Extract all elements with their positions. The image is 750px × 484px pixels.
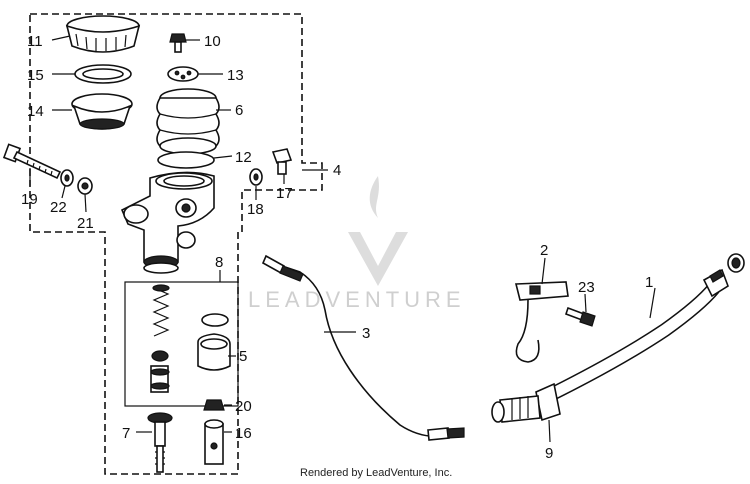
callout-8: 8 [215, 254, 223, 271]
piston [150, 365, 170, 393]
callout-20: 20 [235, 398, 252, 415]
leader-lines [29, 35, 656, 443]
callout-22: 22 [50, 199, 67, 216]
callout-9: 9 [545, 445, 553, 462]
footer-credit: Rendered by LeadVenture, Inc. [300, 467, 453, 479]
callout-12: 12 [235, 149, 252, 166]
washer-21 [77, 177, 93, 195]
bolt-19 [2, 143, 62, 180]
push-rod [147, 412, 173, 473]
callout-3: 3 [362, 325, 370, 342]
push-rod-joint [204, 419, 224, 465]
bolt-23 [564, 306, 596, 327]
master-cylinder-body [120, 171, 215, 274]
brake-hose [548, 253, 745, 401]
spring-seat [151, 350, 169, 362]
spring [152, 284, 170, 337]
bolt-17 [271, 148, 293, 175]
callout-1: 1 [645, 274, 653, 291]
o-ring-12 [157, 151, 215, 169]
callout-2: 2 [540, 242, 548, 259]
plate-13 [167, 66, 199, 82]
callout-17: 17 [276, 185, 293, 202]
callout-labels: 1 2 3 4 5 6 7 8 9 10 11 12 13 14 15 16 1… [21, 33, 653, 462]
watermark-text: LEADVENTURE [248, 287, 466, 312]
nut-20 [203, 399, 225, 411]
hose-end-fitting [491, 382, 561, 423]
callout-14: 14 [27, 103, 44, 120]
callout-5: 5 [239, 348, 247, 365]
callout-4: 4 [333, 162, 341, 179]
callout-11: 11 [27, 33, 43, 50]
reservoir-cap [65, 15, 141, 53]
callout-6: 6 [235, 102, 243, 119]
diaphragm [156, 88, 220, 155]
callout-18: 18 [247, 201, 264, 218]
brake-pipe [261, 254, 465, 441]
callout-7: 7 [122, 425, 130, 442]
diaphragm-plate [71, 93, 133, 130]
callout-19: 19 [21, 191, 38, 208]
callout-10: 10 [204, 33, 221, 50]
hose-bracket [514, 281, 569, 363]
assembly-boundary [29, 13, 323, 475]
callout-23: 23 [578, 279, 595, 296]
screw-10 [169, 33, 187, 53]
callout-15: 15 [27, 67, 44, 84]
callout-21: 21 [77, 215, 94, 232]
piston-kit-box [124, 281, 239, 407]
callout-13: 13 [227, 67, 244, 84]
watermark: LEADVENTURE [248, 176, 466, 312]
washer-18 [249, 168, 263, 186]
cap-ring [74, 64, 132, 84]
piston-boot [197, 313, 231, 371]
washer-22 [60, 169, 74, 187]
callout-16: 16 [235, 425, 252, 442]
